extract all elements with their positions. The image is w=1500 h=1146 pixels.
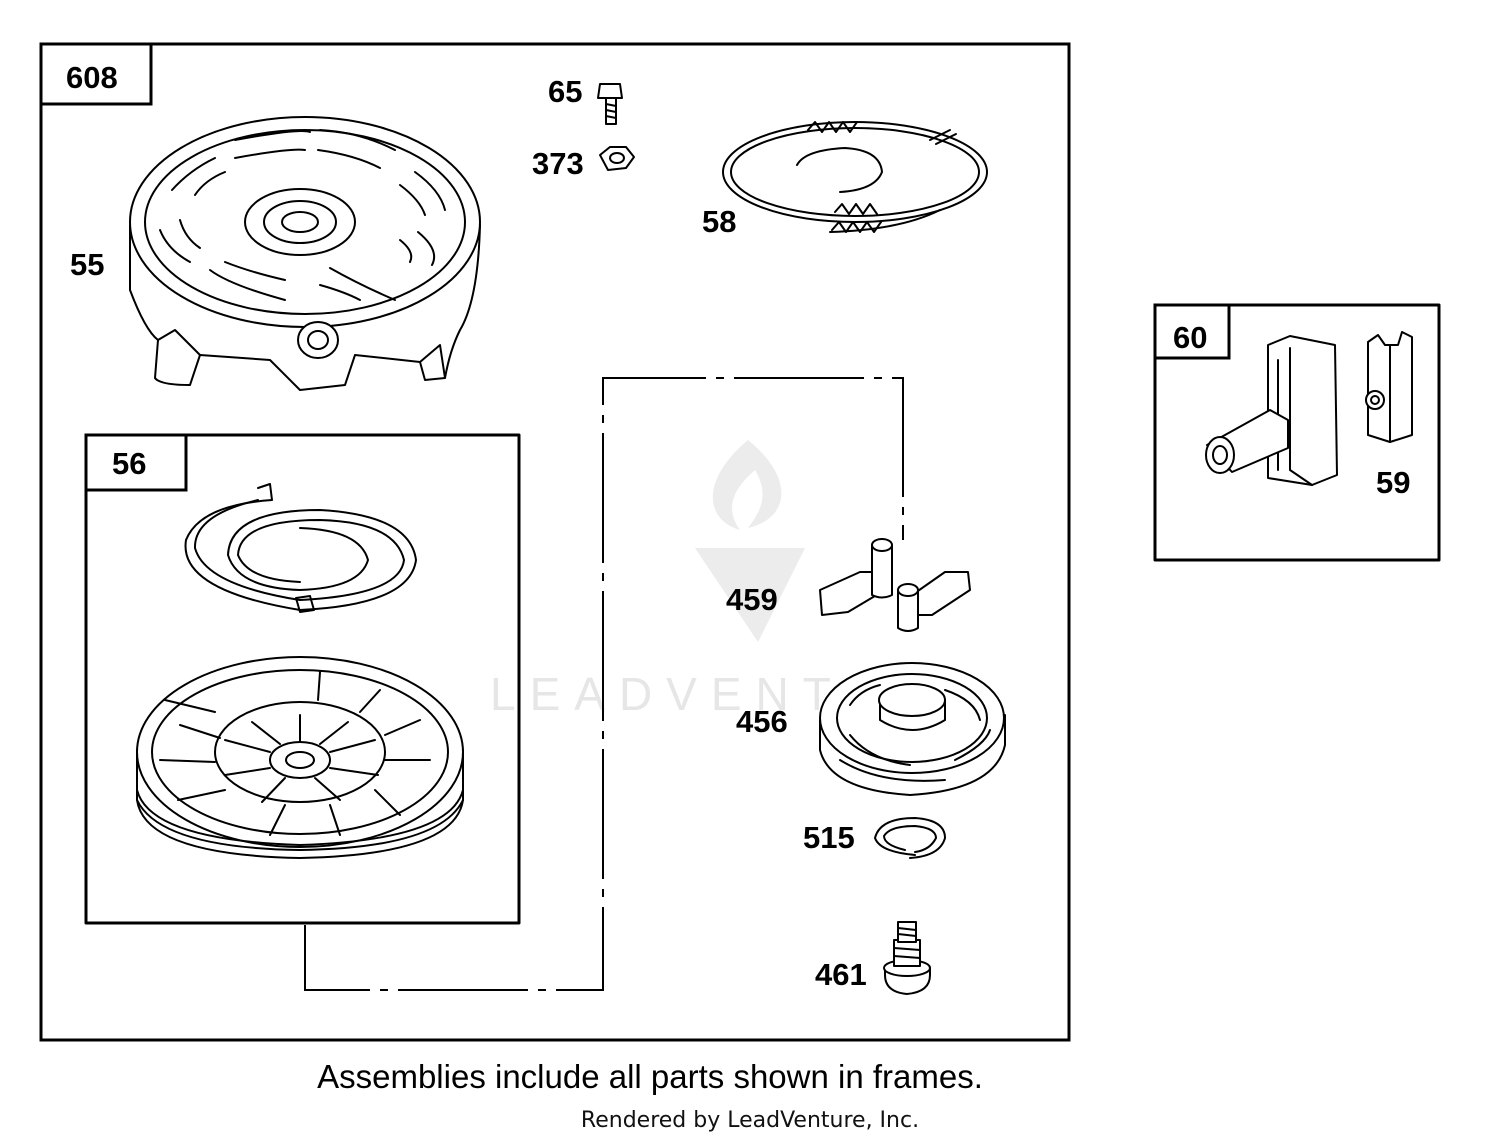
pulley-part <box>136 656 464 859</box>
inner-frame-tag <box>84 433 188 492</box>
retainer-part <box>819 662 1006 796</box>
assemblies-footnote: Assemblies include all parts shown in fr… <box>317 1058 983 1095</box>
main-frame-label: 608 <box>66 60 118 95</box>
rope-label: 58 <box>702 204 736 239</box>
ring-label: 515 <box>803 820 855 855</box>
recoil-spring-part <box>184 483 417 613</box>
starter-housing-part <box>129 116 481 391</box>
side-frame-tag <box>1153 303 1231 360</box>
handle-insert-part <box>1365 331 1413 443</box>
main-frame-tag <box>39 42 153 106</box>
dog-label: 459 <box>726 582 778 617</box>
inner-frame-label: 56 <box>112 446 146 481</box>
watermark-v-icon <box>695 548 805 642</box>
retaining-ring-part <box>874 817 946 859</box>
assembly-connector-line <box>304 377 904 991</box>
watermark-flame-icon <box>712 440 782 530</box>
render-credit: Rendered by LeadVenture, Inc. <box>580 1108 920 1133</box>
shoulder-screw-part <box>883 921 931 995</box>
inner-frame <box>84 433 521 925</box>
nut-label: 373 <box>532 146 584 181</box>
starter-dog-part <box>819 538 971 632</box>
bolt-label: 65 <box>548 74 582 109</box>
side-frame <box>1153 303 1441 562</box>
starter-handle-part <box>1205 335 1338 486</box>
handle-insert-label: 59 <box>1376 465 1410 500</box>
side-frame-label: 60 <box>1173 320 1207 355</box>
screw-label: 461 <box>815 957 867 992</box>
retainer-label: 456 <box>736 704 788 739</box>
bolt-part <box>597 83 623 125</box>
nut-part <box>599 146 635 171</box>
housing-label: 55 <box>70 247 104 282</box>
starter-rope-part <box>722 121 988 233</box>
main-frame <box>39 42 1071 1042</box>
